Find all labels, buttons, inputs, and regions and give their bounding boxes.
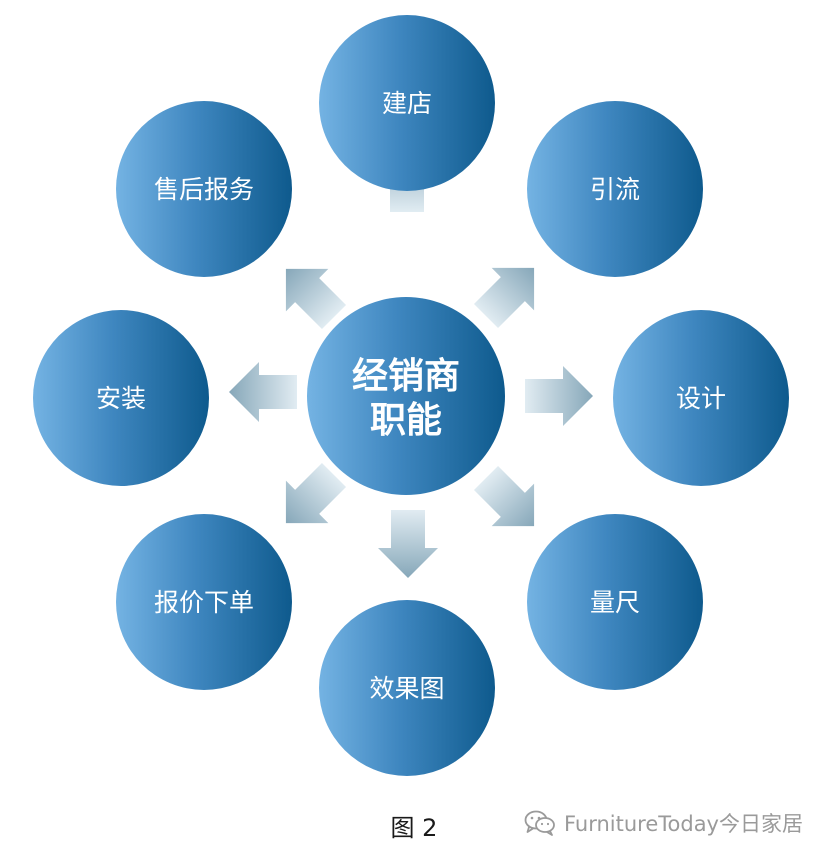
- arrow-to-design: [525, 366, 593, 426]
- wechat-icon: [524, 810, 555, 836]
- node-label-measure: 量尺: [590, 588, 640, 617]
- node-after-sales: 售后报务: [116, 101, 292, 277]
- arrow-to-measure: [473, 465, 535, 527]
- arrow-to-install: [229, 362, 297, 422]
- arrow-to-after-sales: [285, 268, 347, 330]
- arrow-to-traffic: [473, 267, 535, 329]
- node-label-quote-order: 报价下单: [154, 588, 254, 617]
- node-label-install: 安装: [96, 384, 146, 413]
- figure-caption: 图 2: [390, 814, 438, 842]
- center-label-line2: 职能: [370, 400, 442, 441]
- watermark-text: FurnitureToday今日家居: [563, 812, 803, 836]
- node-quote-order: 报价下单: [116, 514, 292, 690]
- node-label-traffic: 引流: [590, 175, 640, 204]
- node-build-store: 建店: [319, 15, 495, 191]
- node-label-build-store: 建店: [382, 89, 432, 118]
- arrow-to-render: [378, 510, 438, 578]
- node-traffic: 引流: [527, 101, 703, 277]
- node-render: 效果图: [319, 600, 495, 776]
- node-measure: 量尺: [527, 514, 703, 690]
- arrows: [229, 144, 593, 578]
- center-label-line1: 经销商: [352, 356, 460, 397]
- node-label-render: 效果图: [369, 674, 444, 703]
- arrow-to-quote-order: [285, 462, 347, 524]
- center-node: 经销商 职能: [307, 297, 505, 495]
- node-label-after-sales: 售后报务: [154, 175, 254, 204]
- watermark: FurnitureToday今日家居: [524, 808, 803, 838]
- node-label-design: 设计: [676, 384, 726, 413]
- node-install: 安装: [33, 310, 209, 486]
- node-design: 设计: [613, 310, 789, 486]
